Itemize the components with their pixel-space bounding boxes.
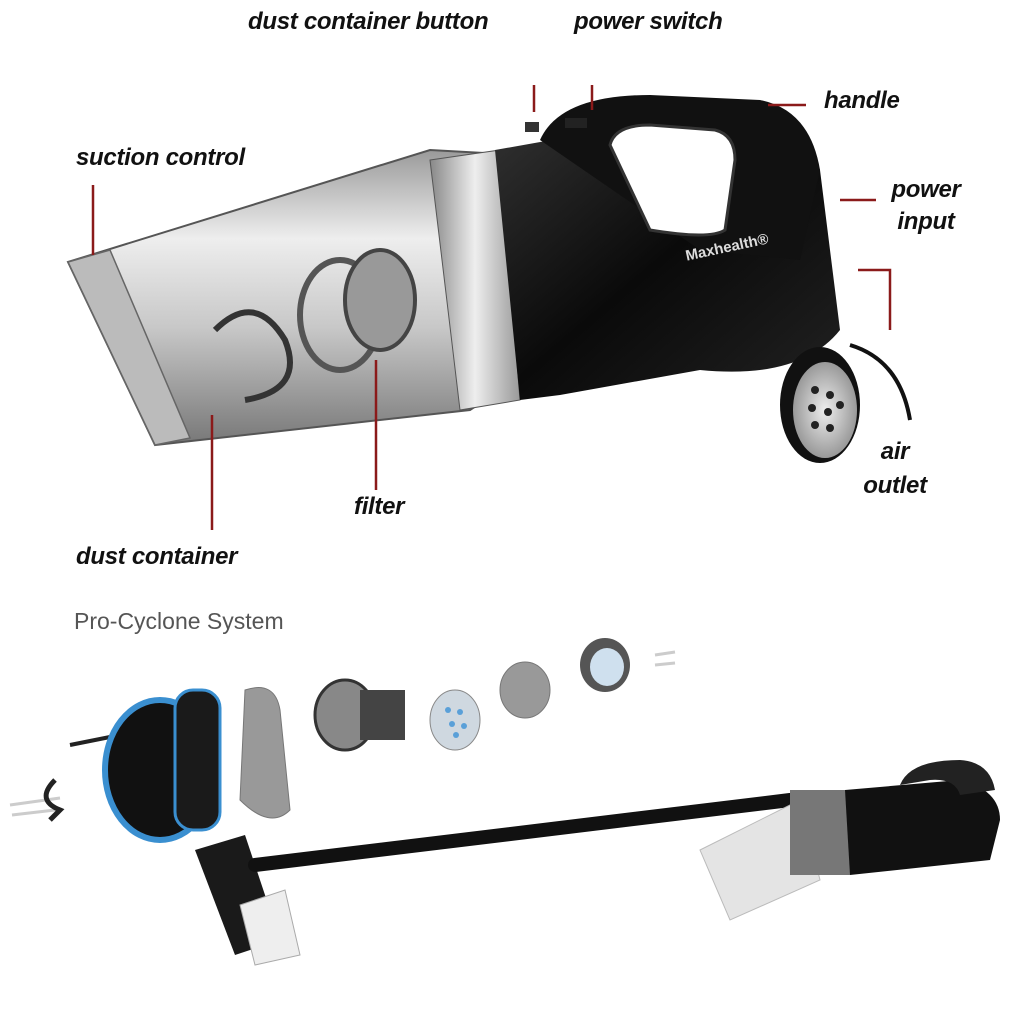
nozzle-opening [66, 249, 192, 446]
label-power-switch: power switch [574, 8, 723, 35]
label-handle: handle [824, 87, 900, 114]
label-dust-container: dust container [76, 543, 238, 570]
label-air-outlet-line2: outlet [863, 472, 927, 499]
leader-air-outlet [858, 268, 892, 330]
stick-vacuum [195, 760, 1000, 966]
handle-opening [608, 123, 737, 237]
cyclone-arrow-icon [43, 778, 65, 822]
mesh-filter [429, 689, 481, 751]
label-dust-container-button: dust container button [248, 8, 489, 35]
handheld-vacuum [66, 95, 840, 447]
grey-disc [499, 661, 551, 719]
filter-collar [790, 790, 850, 875]
section-title: Pro-Cyclone System [74, 608, 284, 634]
leader-lines [91, 85, 892, 530]
label-filter: filter [354, 493, 405, 520]
label-power-input-line1: power [891, 176, 961, 203]
label-power-input: power input [878, 178, 974, 234]
label-air-outlet: air outlet [852, 440, 938, 498]
label-suction-control: suction control [76, 144, 245, 171]
air-outlet-cap [780, 343, 912, 463]
exploded-parts [9, 638, 676, 843]
cyclone-arrow-icon [212, 309, 293, 403]
power-switch-knob [565, 118, 587, 128]
label-air-outlet-line1: air [880, 438, 910, 465]
filter-mesh [343, 248, 417, 352]
dust-container-button-knob [525, 122, 539, 132]
stick-handle-body [845, 780, 1000, 875]
filter-pad [239, 687, 291, 819]
label-power-input-line2: input [897, 208, 955, 235]
extension-tube [248, 793, 797, 872]
